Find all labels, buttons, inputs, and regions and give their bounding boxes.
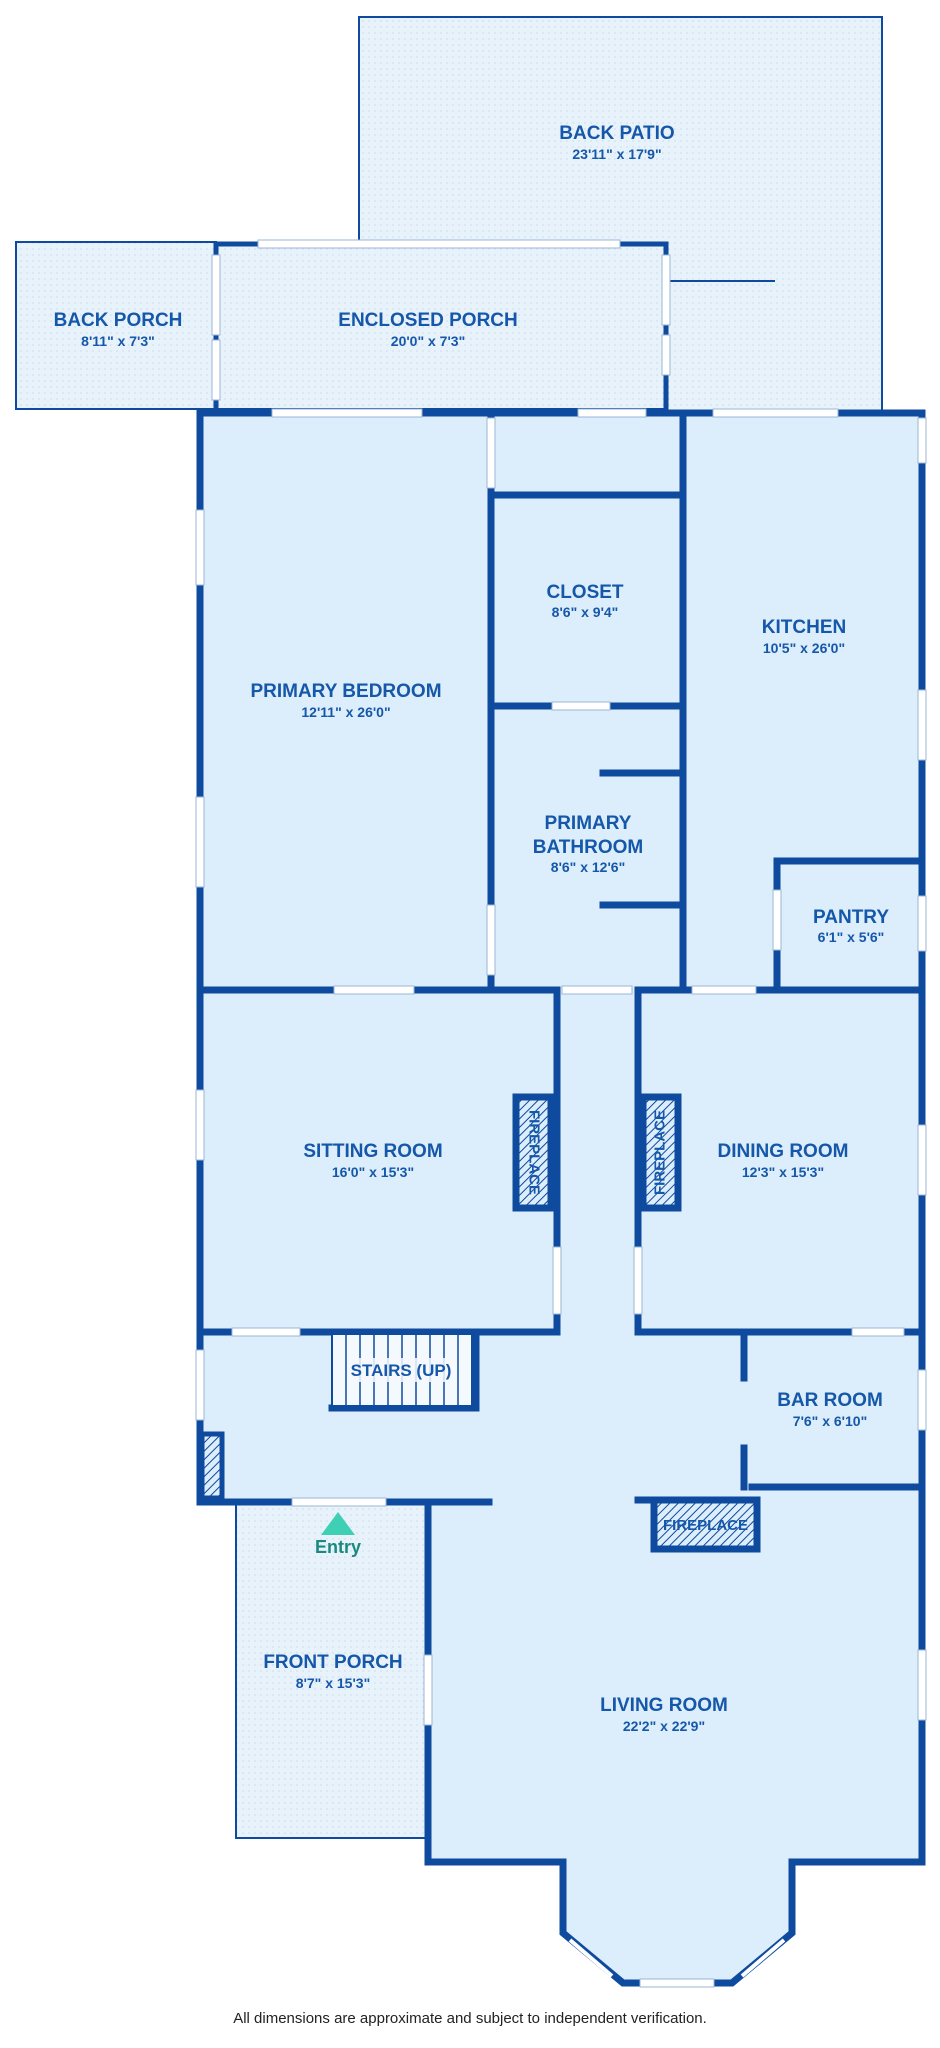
stairs-wall	[328, 1328, 480, 1412]
front-porch-dim: 8'7" x 15'3"	[296, 1675, 370, 1691]
primary-bathroom-name-1: PRIMARY	[545, 813, 632, 834]
bay-window-left	[568, 1938, 614, 1978]
window	[772, 889, 782, 951]
back-patio-name: BACK PATIO	[559, 123, 674, 144]
closet-dim: 8'6" x 9'4"	[552, 604, 619, 620]
bar-room-name: BAR ROOM	[777, 1390, 883, 1411]
dining-room-dim: 12'3" x 15'3"	[742, 1164, 824, 1180]
entry-arrow-icon	[321, 1512, 355, 1535]
front-porch-area	[235, 1501, 427, 1839]
fireplace-living-label: FIREPLACE	[663, 1517, 748, 1534]
window	[577, 408, 647, 418]
window	[917, 895, 927, 952]
window	[211, 254, 221, 336]
back-patio-dim: 23'11" x 17'9"	[572, 146, 661, 162]
closet-name: CLOSET	[546, 582, 623, 603]
back-porch-dim: 8'11" x 7'3"	[81, 333, 155, 349]
window	[257, 239, 621, 249]
window	[195, 1349, 205, 1421]
window	[423, 1654, 433, 1726]
disclaimer-text: All dimensions are approximate and subje…	[233, 2010, 707, 2027]
window	[333, 985, 415, 995]
stairs-label: STAIRS (UP)	[351, 1361, 452, 1380]
primary-bathroom-name-2: BATHROOM	[533, 837, 643, 858]
window	[552, 1246, 562, 1315]
window	[917, 1649, 927, 1721]
window	[561, 985, 633, 995]
back-porch-name: BACK PORCH	[54, 310, 183, 331]
front-porch-name: FRONT PORCH	[263, 1652, 402, 1673]
bay-windows	[568, 1938, 786, 1978]
fireplace-dining	[639, 1093, 682, 1212]
house-interior	[200, 413, 922, 1983]
sitting-room-dim: 16'0" x 15'3"	[332, 1164, 414, 1180]
dining-room-name: DINING ROOM	[718, 1141, 849, 1162]
fireplace-sitting-label: FIREPLACE	[526, 1110, 543, 1195]
sitting-room-name: SITTING ROOM	[303, 1141, 442, 1162]
entry-label: Entry	[315, 1537, 361, 1557]
window	[231, 1327, 301, 1337]
window	[917, 689, 927, 761]
window	[639, 1978, 715, 1988]
stairs: STAIRS (UP)	[331, 1333, 473, 1407]
fireplace-dining-label: FIREPLACE	[651, 1110, 668, 1195]
enclosed-porch-dim: 20'0" x 7'3"	[391, 333, 465, 349]
windows	[195, 239, 927, 1988]
living-room-dim: 22'2" x 22'9"	[623, 1718, 705, 1734]
bay-window-right	[740, 1938, 786, 1978]
window	[195, 796, 205, 888]
pantry-dim: 6'1" x 5'6"	[818, 929, 885, 945]
window	[291, 1497, 387, 1507]
bar-room-dim: 7'6" x 6'10"	[793, 1413, 867, 1429]
primary-bedroom-name: PRIMARY BEDROOM	[250, 681, 441, 702]
primary-bedroom-dim: 12'11" x 26'0"	[301, 704, 390, 720]
window	[271, 408, 423, 418]
hall-niche	[199, 1431, 225, 1501]
kitchen-name: KITCHEN	[762, 617, 846, 638]
window	[917, 1369, 927, 1431]
room-labels: BACK PATIO 23'11" x 17'9" BACK PORCH 8'1…	[54, 123, 890, 1734]
window	[917, 417, 927, 464]
window	[551, 701, 611, 711]
window	[712, 408, 839, 418]
fireplace-living	[650, 1496, 761, 1553]
fireplace-sitting	[512, 1093, 555, 1212]
living-room-name: LIVING ROOM	[600, 1695, 728, 1716]
window	[195, 509, 205, 586]
window	[851, 1327, 905, 1337]
back-porch-area	[15, 241, 217, 410]
enclosed-porch-name: ENCLOSED PORCH	[338, 310, 517, 331]
kitchen-dim: 10'5" x 26'0"	[763, 640, 845, 656]
window	[917, 1124, 927, 1196]
window	[486, 417, 496, 489]
window	[486, 904, 496, 976]
window	[661, 254, 671, 326]
window	[661, 334, 671, 376]
fireplaces: FIREPLACE FIREPLACE FIREPLACE	[199, 1093, 761, 1553]
pantry-name: PANTRY	[813, 907, 889, 928]
entry-marker: Entry	[315, 1512, 361, 1557]
primary-bathroom-dim: 8'6" x 12'6"	[551, 859, 625, 875]
window	[211, 339, 221, 401]
window	[195, 1089, 205, 1161]
window	[633, 1246, 643, 1315]
window	[691, 985, 757, 995]
